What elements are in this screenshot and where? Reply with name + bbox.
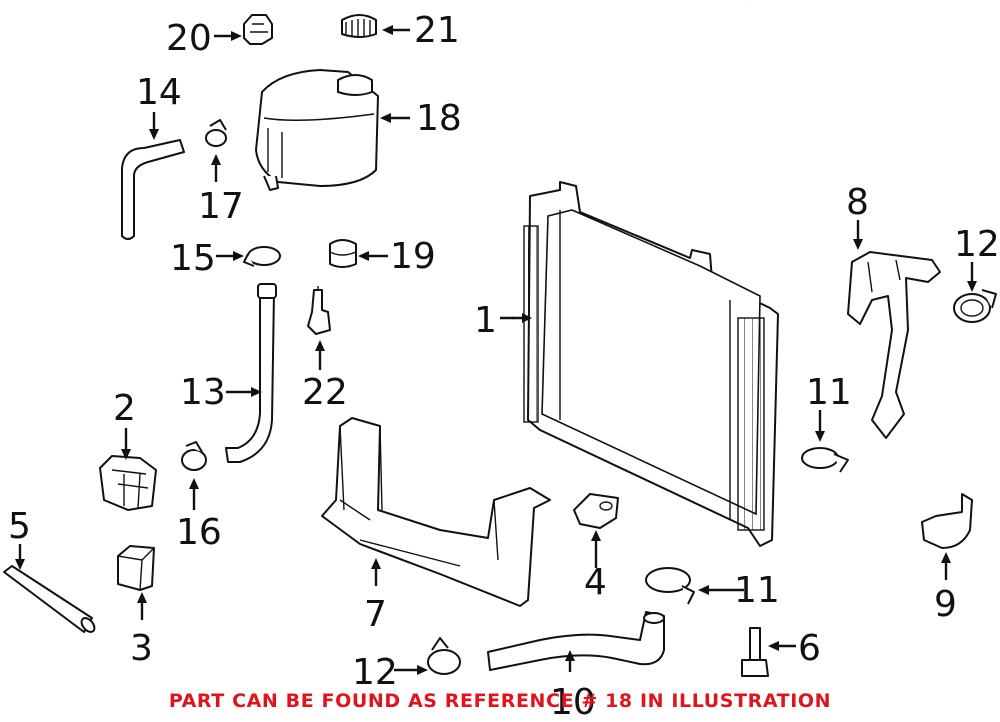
callout-15[interactable]: 15 xyxy=(170,238,216,279)
part-13-hose[interactable] xyxy=(225,283,277,463)
part-4-mount[interactable] xyxy=(573,493,619,529)
callout-17[interactable]: 17 xyxy=(198,186,244,227)
part-20-nut[interactable] xyxy=(243,14,273,45)
callout-11-lower[interactable]: 11 xyxy=(734,570,780,611)
part-1-radiator[interactable] xyxy=(523,181,779,547)
part-12-clamp-upper[interactable] xyxy=(953,289,997,323)
leader-lines xyxy=(15,25,977,675)
callout-5[interactable]: 5 xyxy=(8,506,31,547)
callout-4[interactable]: 4 xyxy=(584,562,607,603)
callout-12-lower[interactable]: 12 xyxy=(352,652,398,693)
reference-numbers: 1 2 3 4 5 6 7 8 9 10 11 11 12 12 13 14 1… xyxy=(8,10,1000,722)
callout-3[interactable]: 3 xyxy=(130,628,153,669)
callout-14[interactable]: 14 xyxy=(136,72,182,113)
part-22-sensor[interactable] xyxy=(307,286,331,335)
part-21-cap[interactable] xyxy=(341,14,377,38)
part-9-bracket[interactable] xyxy=(921,493,973,549)
callout-18[interactable]: 18 xyxy=(416,98,462,139)
callout-1[interactable]: 1 xyxy=(474,300,497,341)
part-6-bolt[interactable] xyxy=(741,627,769,677)
part-2-bracket[interactable] xyxy=(99,455,157,511)
part-12-clamp-lower[interactable] xyxy=(427,637,461,675)
callout-16[interactable]: 16 xyxy=(176,512,222,553)
callout-20[interactable]: 20 xyxy=(166,18,212,59)
part-11-clamp-upper[interactable] xyxy=(801,447,849,473)
callout-13[interactable]: 13 xyxy=(180,372,226,413)
callout-2[interactable]: 2 xyxy=(113,388,136,429)
part-7-air-deflector[interactable] xyxy=(321,417,551,607)
overflow-hose xyxy=(706,3,861,311)
part-8-upper-hose[interactable] xyxy=(847,251,941,439)
part-19-grommet[interactable] xyxy=(329,239,357,268)
callout-8[interactable]: 8 xyxy=(846,182,869,223)
part-3-pad[interactable] xyxy=(117,545,155,591)
callout-7[interactable]: 7 xyxy=(364,594,387,635)
reference-notice: PART CAN BE FOUND AS REFERENCE # 18 IN I… xyxy=(168,690,832,712)
part-17-clamp[interactable] xyxy=(205,119,227,147)
callout-11-upper[interactable]: 11 xyxy=(806,372,852,413)
callout-12-upper[interactable]: 12 xyxy=(954,224,1000,265)
callout-22[interactable]: 22 xyxy=(302,372,348,413)
callout-21[interactable]: 21 xyxy=(414,10,460,51)
overflow-hose-inner xyxy=(706,3,861,311)
part-18-expansion-tank[interactable] xyxy=(255,69,379,191)
part-10-lower-hose[interactable] xyxy=(487,611,665,671)
callout-10[interactable]: 10 xyxy=(550,682,596,722)
part-11-clamp-lower[interactable] xyxy=(645,567,695,605)
part-5-rod[interactable] xyxy=(3,565,97,634)
callout-19[interactable]: 19 xyxy=(390,236,436,277)
callout-6[interactable]: 6 xyxy=(798,628,821,669)
callout-9[interactable]: 9 xyxy=(934,584,957,625)
part-15-clamp[interactable] xyxy=(243,246,281,267)
part-14-hose[interactable] xyxy=(121,139,185,240)
part-16-clamp[interactable] xyxy=(181,441,207,471)
